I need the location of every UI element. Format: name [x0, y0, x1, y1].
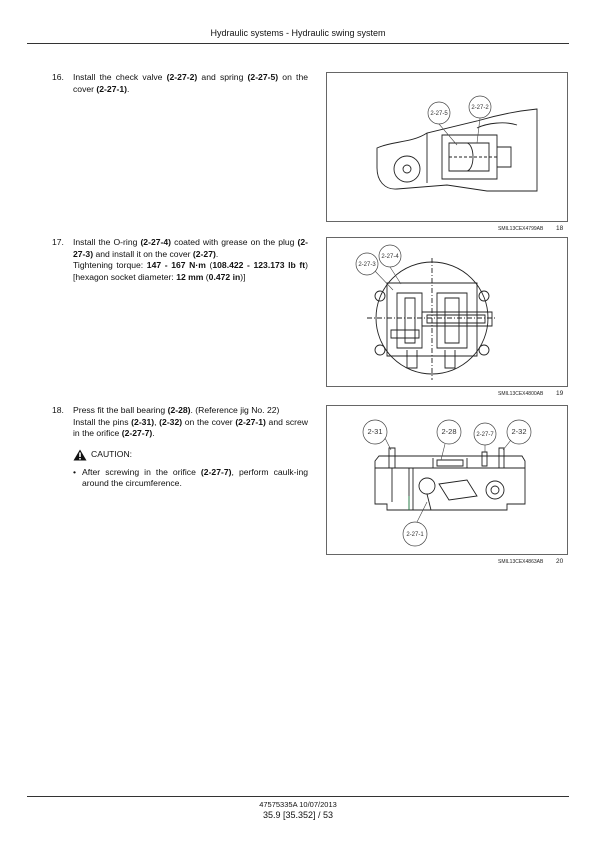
figure-20-caption: SMIL13CEX4863AB	[498, 559, 544, 565]
label-2-27-5: 2-27-5	[430, 111, 448, 117]
label-2-27-1: 2-27-1	[406, 532, 424, 538]
step-number: 18.	[52, 405, 64, 415]
label-2-27-2: 2-27-2	[471, 105, 489, 111]
label-2-27-4: 2-27-4	[381, 254, 399, 260]
step-text: Press fit the ball bearing (2-28). (Refe…	[73, 405, 280, 415]
tightening-torque: Tightening torque: 147 - 167 N·m (108.42…	[73, 260, 309, 282]
step-16: 16. Install the check valve (2-27-2) and…	[52, 72, 308, 95]
footer-page-number: 35.9 [35.352] / 53	[262, 810, 334, 820]
figure-18-caption: SMIL13CEX4799AB	[498, 226, 544, 232]
label-2-32: 2-32	[511, 427, 526, 436]
step-number: 16.	[52, 72, 64, 82]
bullet-icon: •	[73, 466, 77, 477]
footer-doc-id: 47575335A 10/07/2013	[259, 800, 337, 809]
figure-20-number: 20	[556, 558, 564, 565]
bullet-text: After screwing in the orifice (2-27-7), …	[82, 466, 308, 489]
figure-19-caption: SMIL13CEX4800AB	[498, 391, 544, 397]
caution-notice: CAUTION:	[73, 449, 308, 461]
figure-18-number: 18	[556, 225, 564, 232]
footer-rule	[27, 796, 569, 797]
figure-19: 2-27-4 2-27-3	[326, 237, 568, 387]
header-rule	[27, 43, 569, 44]
step-17: 17. Install the O-ring (2-27-4) coated w…	[52, 237, 308, 283]
step-number: 17.	[52, 237, 64, 247]
page-header: Hydraulic systems - Hydraulic swing syst…	[210, 28, 386, 38]
step-18: 18. Press fit the ball bearing (2-28). (…	[52, 405, 308, 490]
figure-19-drawing: 2-27-4 2-27-3	[355, 244, 497, 380]
warning-icon	[73, 449, 87, 460]
figure-18-drawing: 2-27-5 2-27-2	[376, 95, 538, 192]
caution-bullet: • After screwing in the orifice (2-27-7)…	[73, 467, 308, 490]
label-2-28: 2-28	[441, 427, 456, 436]
label-2-31: 2-31	[367, 427, 382, 436]
figure-20: 2-31 2-28 2-27-7 2-32 2-27-1	[326, 405, 568, 555]
step-text: Install the check valve (2-27-2) and spr…	[73, 72, 308, 94]
label-2-27-7: 2-27-7	[476, 432, 494, 438]
figure-20-drawing: 2-31 2-28 2-27-7 2-32 2-27-1	[362, 419, 532, 547]
figure-19-number: 19	[556, 390, 564, 397]
caution-label: CAUTION:	[91, 448, 133, 459]
figure-18: 2-27-5 2-27-2	[326, 72, 568, 222]
label-2-27-3: 2-27-3	[358, 262, 376, 268]
step-text: Install the O-ring (2-27-4) coated with …	[73, 237, 309, 259]
step-text-2: Install the pins (2-31), (2-32) on the c…	[73, 416, 309, 439]
